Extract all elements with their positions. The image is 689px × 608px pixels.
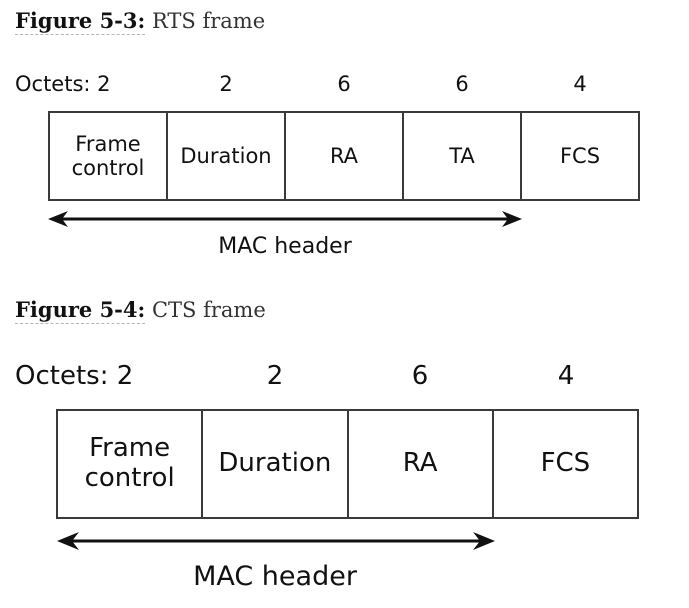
rts-frame-fields: Frame control Duration RA TA FCS: [48, 111, 640, 201]
cts-frame-fields: Frame control Duration RA FCS: [56, 409, 639, 519]
octet-count: 2: [266, 361, 284, 391]
field-fcs: FCS: [491, 411, 637, 517]
figure-title: RTS frame: [151, 9, 266, 33]
field-frame-control: Frame control: [84, 433, 175, 493]
field-ra: RA: [284, 113, 402, 199]
octets-label: Octets: 2: [15, 361, 133, 391]
field-ta: TA: [402, 113, 520, 199]
octet-count: 4: [557, 361, 575, 391]
figure-title: CTS frame: [151, 298, 266, 322]
field-fcs: FCS: [520, 113, 638, 199]
octet-count: 2: [219, 72, 233, 96]
double-arrow-icon: [48, 211, 522, 227]
field-duration: Duration: [166, 113, 284, 199]
figure-number-link[interactable]: Figure 5-4:: [15, 297, 146, 324]
octets-prefix: Octets:: [15, 361, 109, 391]
figure-caption-cts: Figure 5-4: CTS frame: [15, 297, 266, 324]
octet-count: 6: [455, 72, 469, 96]
figure-number-link[interactable]: Figure 5-3:: [15, 8, 146, 35]
octet-count: 2: [97, 72, 111, 96]
field-ra: RA: [346, 411, 492, 517]
field-frame-control: Frame control: [71, 131, 145, 180]
octet-count: 4: [573, 72, 587, 96]
field-duration: Duration: [201, 411, 346, 517]
octet-count: 2: [116, 361, 134, 391]
octets-label: Octets: 2: [15, 72, 111, 96]
octet-count: 6: [411, 361, 429, 391]
octets-prefix: Octets:: [15, 72, 91, 96]
mac-header-label: MAC header: [218, 234, 352, 259]
mac-header-label: MAC header: [193, 561, 357, 592]
octet-count: 6: [337, 72, 351, 96]
figure-caption-rts: Figure 5-3: RTS frame: [15, 8, 266, 35]
double-arrow-icon: [57, 532, 495, 550]
